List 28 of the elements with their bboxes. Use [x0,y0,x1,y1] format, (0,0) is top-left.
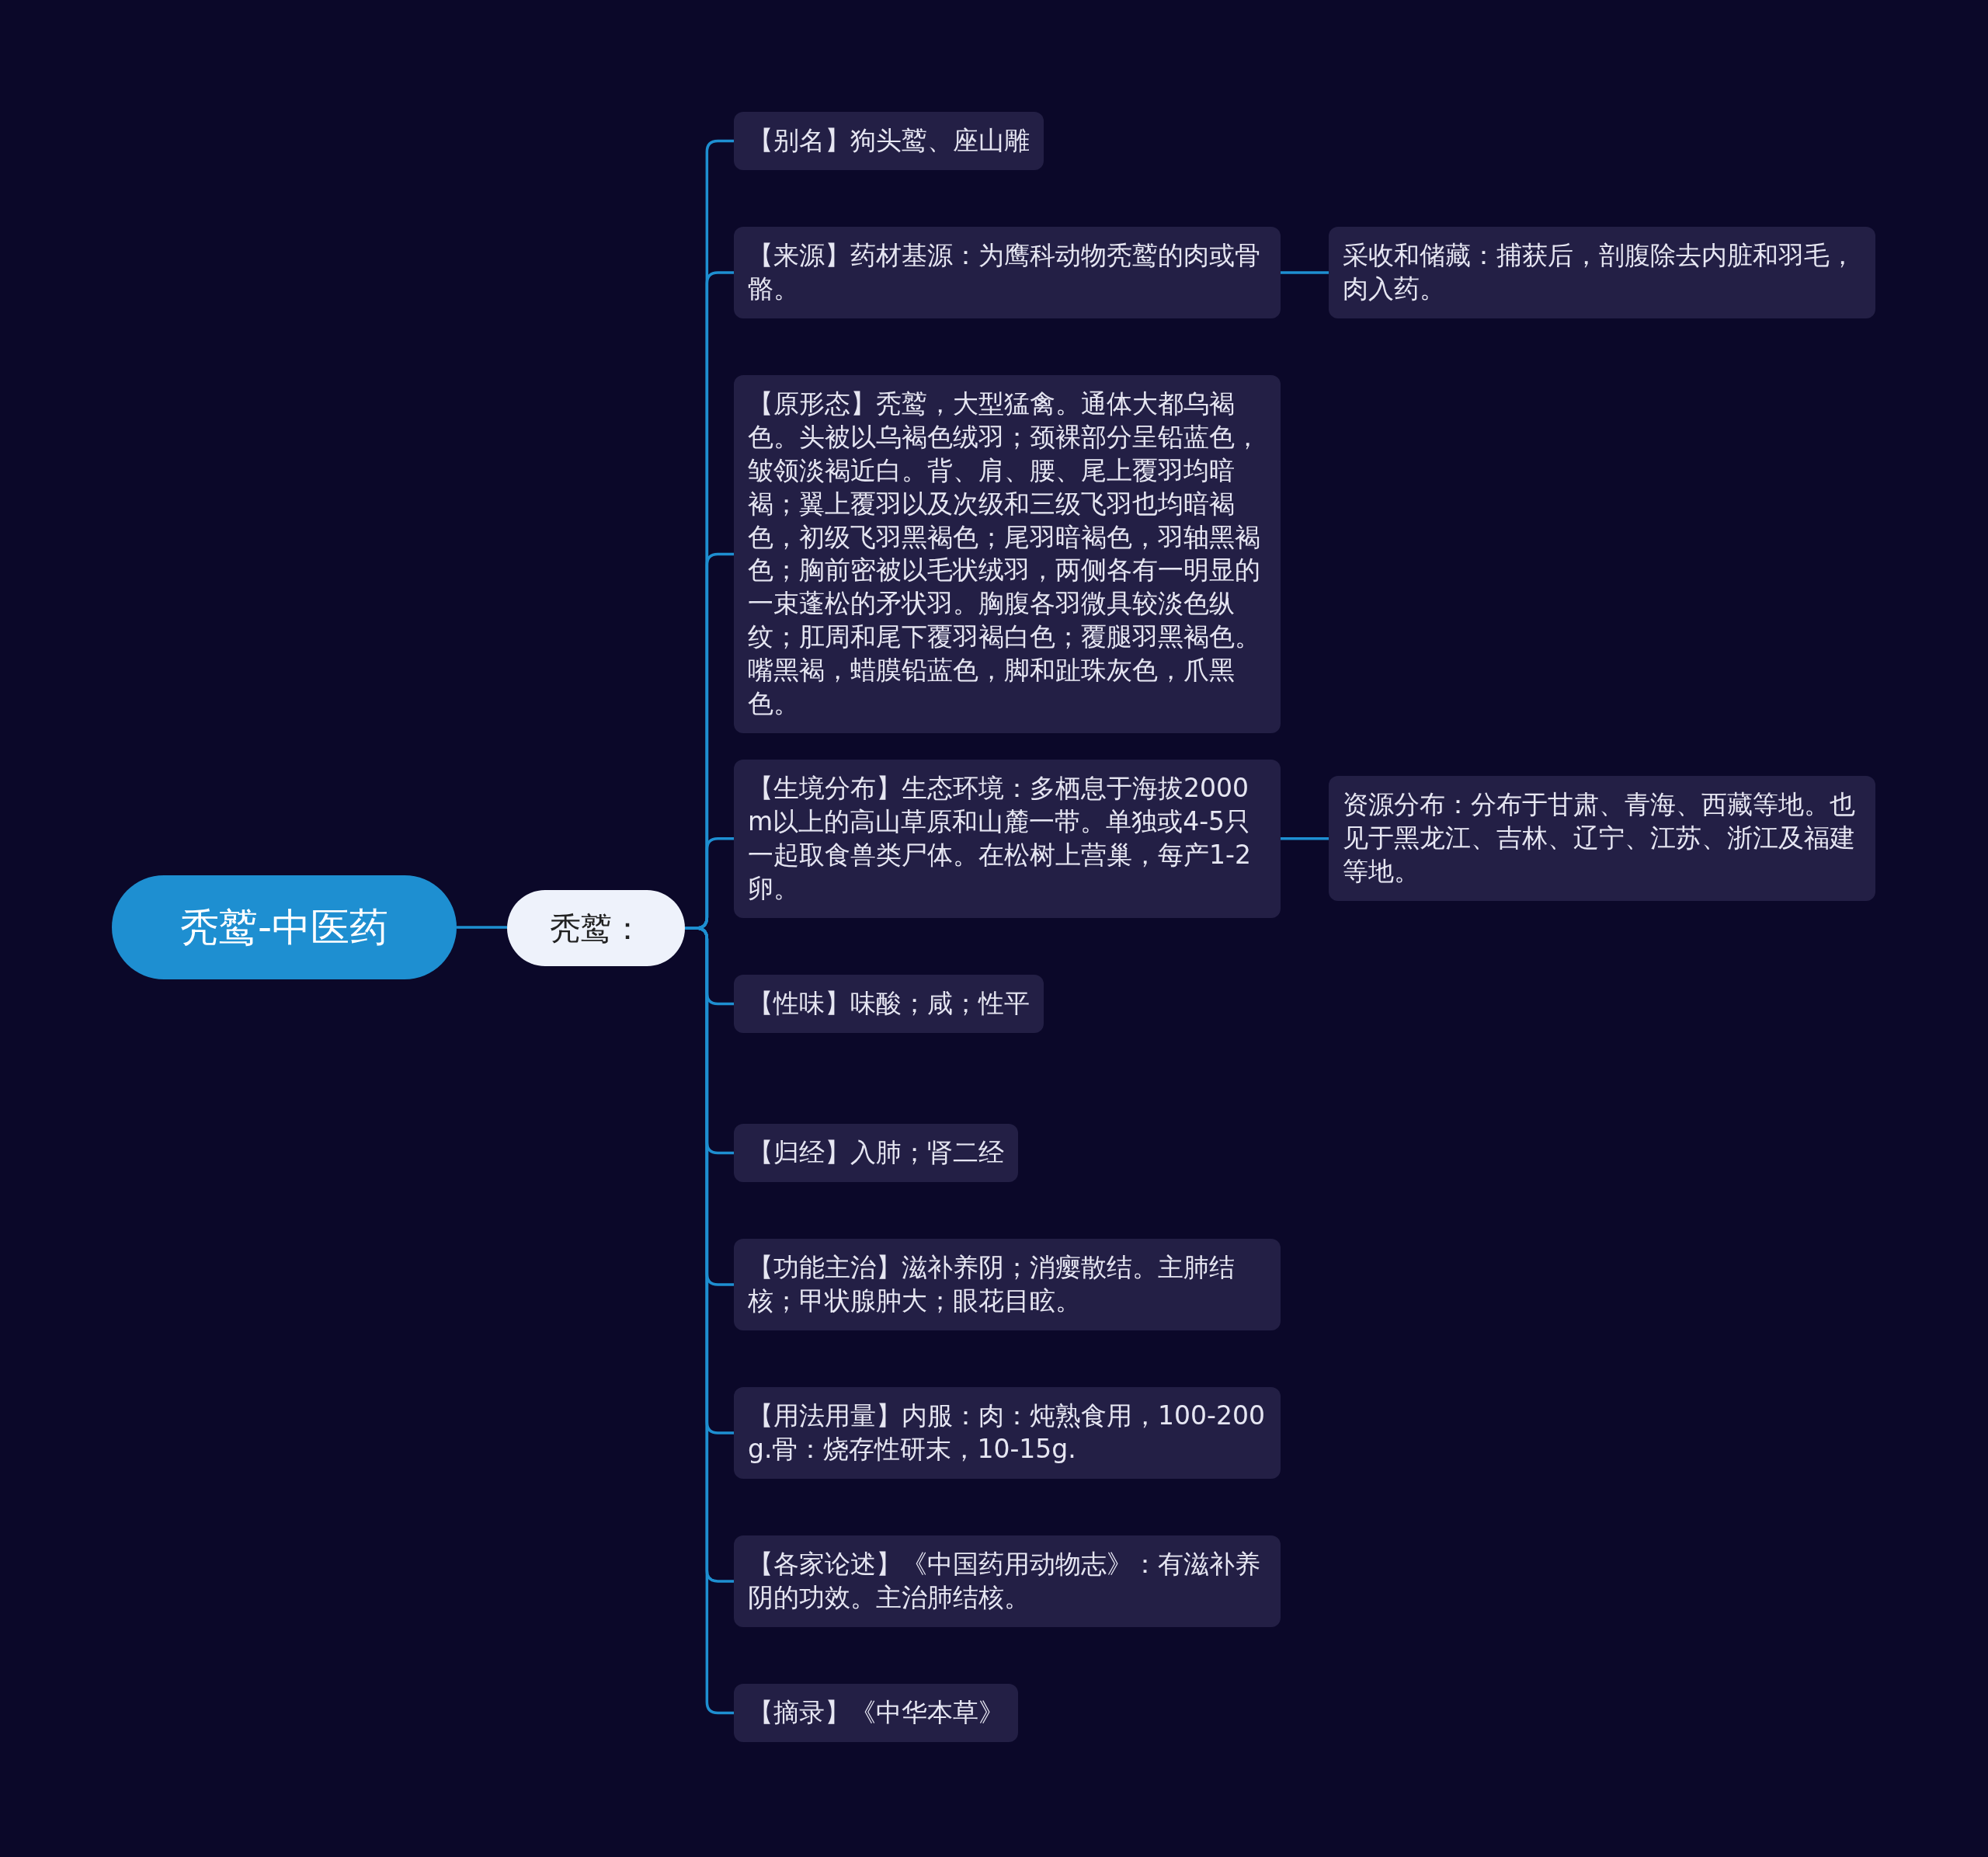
topic-card [1329,776,1875,901]
topic-text: 【各家论述】《中国药用动物志》：有滋补养阴的功效。主治肺结核。 [748,1549,1260,1612]
topic-text: 【摘录】《中华本草》 [748,1697,1004,1727]
topic-card [734,1684,1018,1742]
topic-card [734,112,1044,170]
topic-text: 【生境分布】生态环境：多栖息于海拔2000m以上的高山草原和山麓一带。单独或4-5只一起取食兽类尸体。在松树上营巢，每产1-2卵。 [748,773,1251,903]
topic-card [734,227,1281,318]
topic-card [734,1239,1281,1330]
topic-text: 【别名】狗头鹫、座山雕 [748,125,1030,155]
topic-text: 资源分布：分布于甘肃、青海、西藏等地。也见于黑龙江、吉林、辽宁、江苏、浙江及福建等地。 [1343,789,1855,886]
connector-line [457,926,507,929]
topic-text: 【来源】药材基源：为鹰科动物秃鹫的肉或骨骼。 [748,240,1260,304]
topic-text: 【用法用量】内服：肉：炖熟食用，100-200g.骨：烧存性研末，10-15g. [748,1400,1265,1464]
topic-card [734,975,1044,1033]
topic-text: 【性味】味酸；咸；性平 [748,988,1030,1018]
topic-card [734,760,1281,918]
topic-card [734,1387,1281,1479]
connector-line [1281,837,1329,840]
topic-text: 【功能主治】滋补养阴；消瘿散结。主肺结核；甲状腺肿大；眼花目眩。 [748,1252,1235,1316]
topic-card [734,1124,1018,1182]
topic-card [1329,227,1875,318]
topic-card [734,1535,1281,1627]
topic-text: 秃鹫-中医药 [179,903,388,951]
topic-text: 秃鹫： [549,909,643,948]
connector-line [1281,271,1329,274]
topic-text: 采收和储藏：捕获后，剖腹除去内脏和羽毛，肉入药。 [1343,240,1855,304]
topic-text: 【原形态】秃鹫，大型猛禽。通体大都乌褐色。头被以乌褐色绒羽；颈裸部分呈铅蓝色，皱领淡褐近白。背、肩、腰、尾上覆羽均暗褐；翼上覆羽以及次级和三级飞羽也均暗褐色，初级飞羽黑褐色；尾羽暗褐色，羽轴黑褐色；胸前密被以毛状绒羽，两侧各有一明显的一束蓬松的矛状羽。胸腹各羽微具较淡色纵纹；肛周和尾下覆羽褐白色；覆腿羽黑褐色。嘴黑褐，蜡膜铅蓝色，脚和趾珠灰色，爪黑色。 [748,388,1260,718]
topic-text: 【归经】入肺；肾二经 [748,1137,1004,1167]
